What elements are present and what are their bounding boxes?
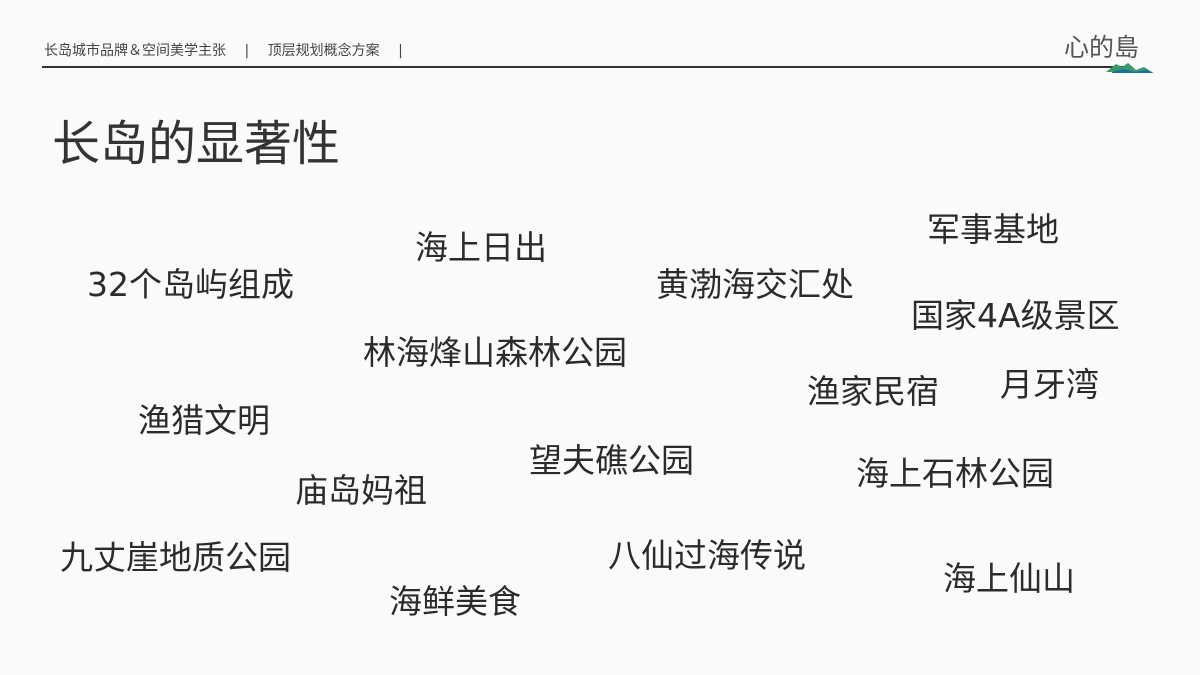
- header-divider: [42, 66, 1132, 68]
- page-title: 长岛的显著性: [52, 116, 341, 172]
- header-separator: |: [398, 43, 403, 59]
- keyword: 八仙过海传说: [608, 536, 806, 575]
- header-separator: |: [244, 43, 250, 59]
- svg-text:心的島: 心的島: [1064, 33, 1139, 62]
- keyword: 军事基地: [927, 210, 1059, 249]
- keyword: 九丈崖地质公园: [60, 538, 291, 577]
- logo: 心的島: [1064, 30, 1164, 78]
- keyword: 黄渤海交汇处: [656, 265, 854, 304]
- keyword: 月牙湾: [1000, 365, 1099, 404]
- keyword: 海上仙山: [943, 559, 1075, 598]
- header-breadcrumb: 长岛城市品牌＆空间美学主张 | 顶层规划概念方案 |: [44, 40, 417, 60]
- keyword: 渔猎文明: [138, 401, 270, 440]
- keyword: 海鲜美食: [389, 582, 521, 621]
- mountain-logo-icon: 心的島: [1064, 33, 1154, 73]
- keyword: 32个岛屿组成: [87, 265, 294, 304]
- keyword: 渔家民宿: [807, 372, 939, 411]
- keyword: 林海烽山森林公园: [363, 333, 627, 372]
- keyword: 庙岛妈祖: [295, 471, 427, 510]
- keyword: 海上石林公园: [856, 454, 1054, 493]
- keyword: 海上日出: [415, 228, 547, 267]
- header-project: 长岛城市品牌＆空间美学主张: [44, 43, 226, 59]
- header-section: 顶层规划概念方案: [267, 43, 380, 59]
- keyword: 望夫礁公园: [529, 441, 694, 480]
- keyword: 国家4A级景区: [911, 296, 1120, 335]
